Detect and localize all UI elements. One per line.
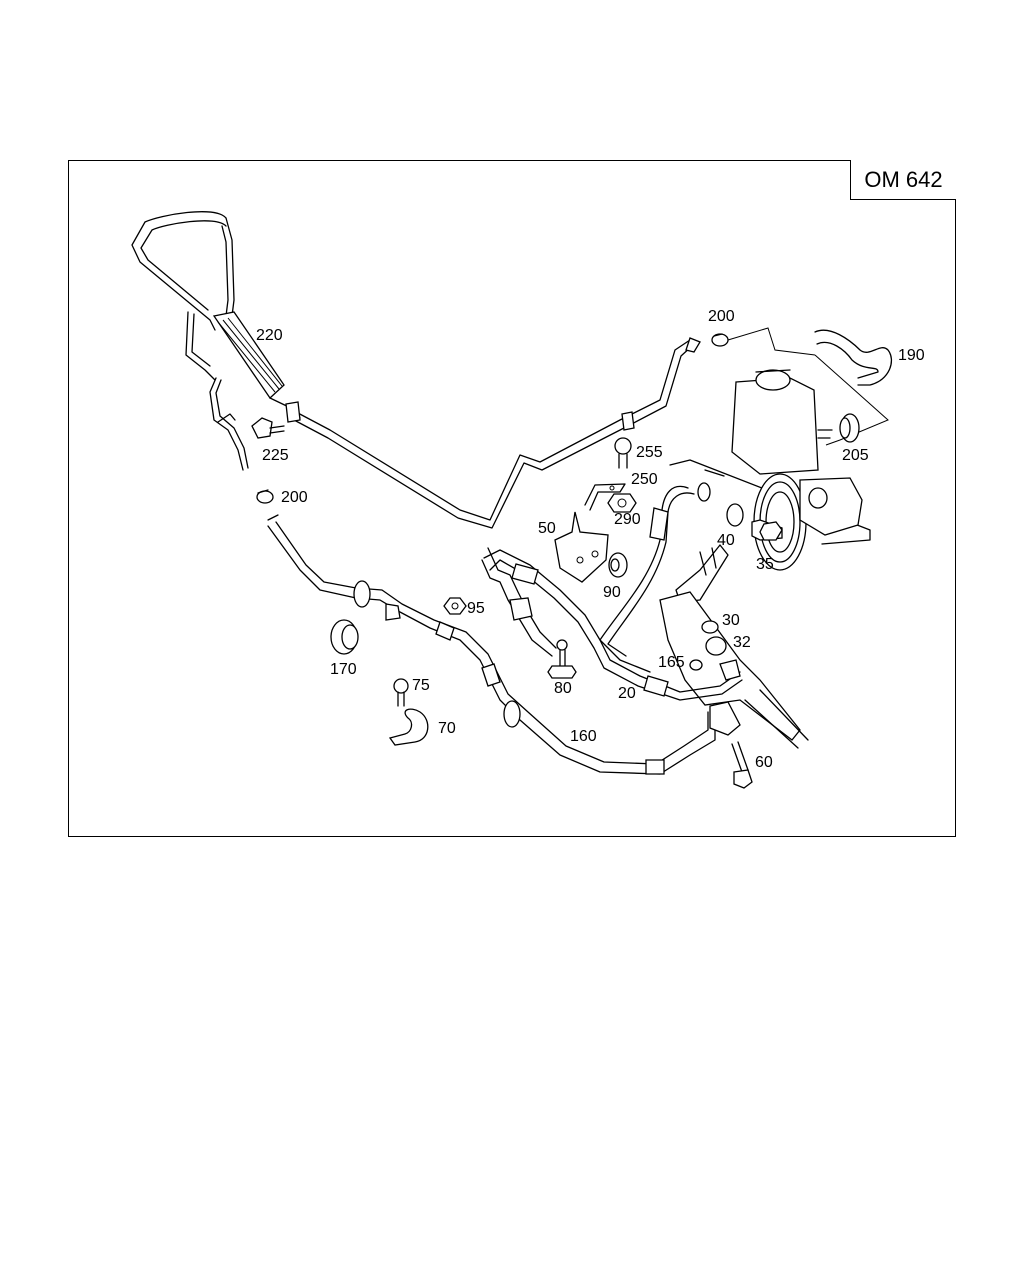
diagram-frame (68, 160, 956, 837)
filter-205 (839, 413, 860, 443)
callout-80: 80 (554, 680, 572, 697)
grommet-170 (330, 619, 359, 655)
pressure-line-20 (599, 482, 744, 673)
callout-20: 20 (618, 685, 636, 702)
bolt-225 (251, 417, 285, 439)
nut-95 (443, 597, 467, 615)
pressure-hose-160 (267, 521, 741, 775)
callout-200-left: 200 (281, 489, 308, 506)
callout-40: 40 (717, 532, 735, 549)
callout-32: 32 (733, 634, 751, 651)
callout-35: 35 (756, 556, 774, 573)
pump-assembly (669, 459, 871, 571)
clamp-200-top (711, 333, 729, 347)
callout-220: 220 (256, 327, 283, 344)
bracket-50 (554, 511, 609, 583)
callout-30: 30 (722, 612, 740, 629)
screw-75 (393, 678, 409, 707)
hose-190 (814, 329, 893, 386)
bolt-255 (614, 437, 632, 469)
callout-290: 290 (614, 511, 641, 528)
oil-cooler-line-220 (131, 211, 301, 471)
callout-95: 95 (467, 600, 485, 617)
callout-160: 160 (570, 728, 597, 745)
return-line (285, 337, 701, 529)
callout-90: 90 (603, 584, 621, 601)
callout-60: 60 (755, 754, 773, 771)
bolt-60 (731, 741, 753, 789)
reservoir (731, 369, 833, 475)
nut-90 (608, 552, 628, 578)
callout-255: 255 (636, 444, 663, 461)
callout-225: 225 (262, 447, 289, 464)
bolt-80 (547, 639, 577, 679)
callout-75: 75 (412, 677, 430, 694)
engine-code-label: OM 642 (850, 160, 956, 200)
callout-70: 70 (438, 720, 456, 737)
callout-205: 205 (842, 447, 869, 464)
bracket-250 (584, 483, 626, 511)
nut-290 (607, 493, 637, 513)
callout-50: 50 (538, 520, 556, 537)
callout-200-top: 200 (708, 308, 735, 325)
callout-250: 250 (631, 471, 658, 488)
callout-170: 170 (330, 661, 357, 678)
feed-hose (481, 547, 743, 701)
callout-165: 165 (658, 654, 685, 671)
callout-190: 190 (898, 347, 925, 364)
clamp-70 (388, 708, 429, 746)
clamp-200-left (256, 489, 274, 504)
bolt-35 (751, 519, 783, 541)
